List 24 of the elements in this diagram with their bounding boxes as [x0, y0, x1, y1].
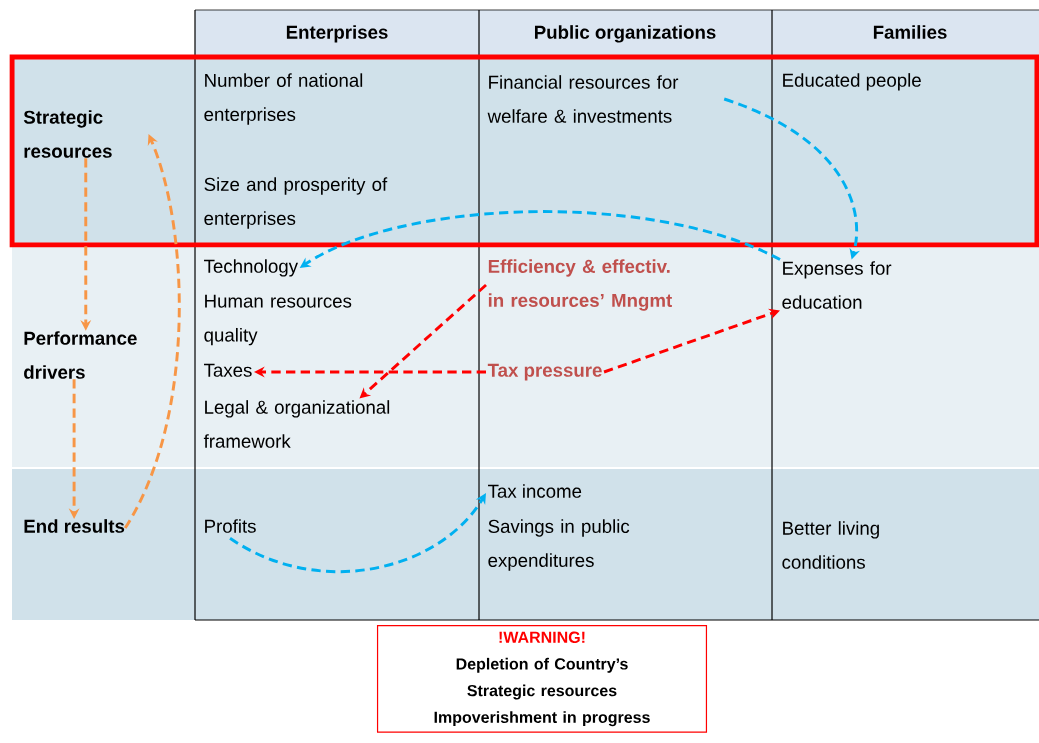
- cell-text: Better living conditions: [782, 521, 879, 569]
- cell-text: Financial resources for welfare & investments: [487, 75, 679, 123]
- cell-text: Expenses for education: [782, 261, 892, 309]
- arrow: [229, 493, 486, 573]
- cell-text: Educated people: [783, 73, 921, 91]
- column-header: Families: [873, 25, 947, 39]
- cell-text: Human resources quality: [204, 294, 352, 346]
- warning-box: !WARNING! Depletion of Country’s Strategic resources Impoverishment in progress: [376, 625, 708, 733]
- row-header: Strategic resources: [23, 110, 112, 158]
- cell-text: Tax income: [488, 484, 582, 498]
- cell-text: Taxes: [204, 363, 252, 377]
- column-header: Public organizations: [535, 25, 716, 43]
- cell-text: Number of national enterprises: [204, 73, 363, 125]
- cell-text: Efficiency & effectiv. in resources’ Mngmt: [488, 259, 672, 311]
- cell-text: Savings in public expenditures: [488, 519, 630, 571]
- row-header: End results: [24, 519, 125, 533]
- cell-text: Legal & organizational framework: [203, 400, 390, 448]
- cell-text: Tax pressure: [487, 363, 602, 381]
- cell-text: Size and prosperity of enterprises: [204, 177, 388, 229]
- cell-text: Technology: [204, 259, 298, 277]
- column-header: Enterprises: [286, 25, 388, 43]
- arrow: [123, 134, 181, 529]
- cell-text: Profits: [205, 519, 256, 533]
- row-header: Performance drivers: [24, 331, 137, 379]
